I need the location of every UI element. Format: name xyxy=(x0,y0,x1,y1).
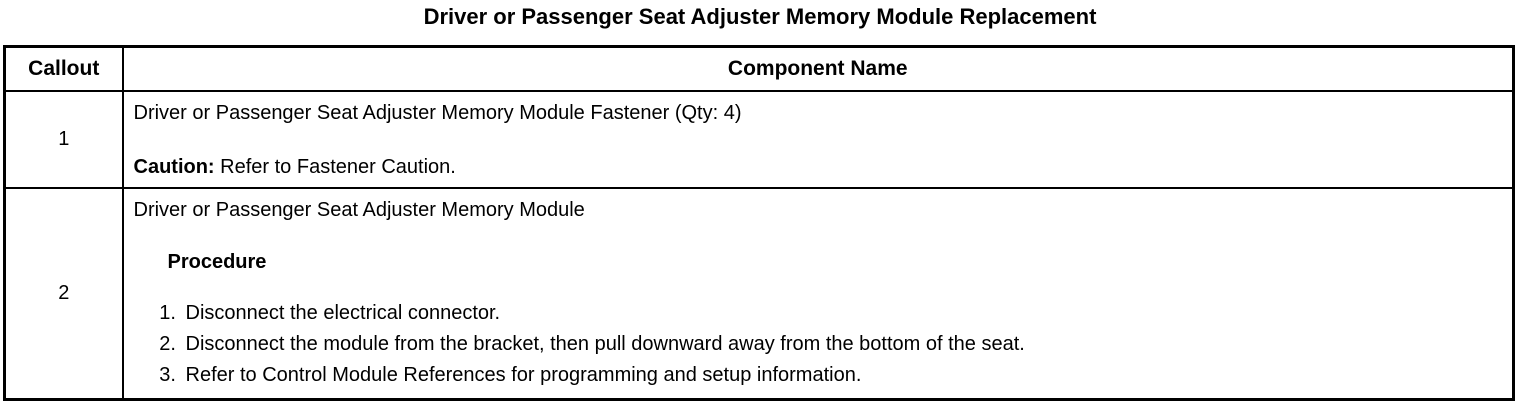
procedure-step: Refer to Control Module References for p… xyxy=(182,363,1501,387)
component-name-text: Driver or Passenger Seat Adjuster Memory… xyxy=(133,101,742,124)
callout-number: 1 xyxy=(3,89,124,189)
column-header-callout: Callout xyxy=(3,45,124,92)
caution-text: Refer to Fastener Caution. xyxy=(214,155,456,178)
procedure-heading: Procedure xyxy=(167,250,267,273)
component-name-text: Driver or Passenger Seat Adjuster Memory… xyxy=(133,198,585,221)
callout-number: 2 xyxy=(3,186,124,401)
table-row: 1 Driver or Passenger Seat Adjuster Memo… xyxy=(3,89,1515,189)
component-cell: Driver or Passenger Seat Adjuster Memory… xyxy=(121,186,1515,401)
procedure-step: Disconnect the module from the bracket, … xyxy=(182,332,1501,356)
caution-label: Caution: xyxy=(133,155,215,178)
procedure-step: Disconnect the electrical connector. xyxy=(182,301,1501,325)
table-row: 2 Driver or Passenger Seat Adjuster Memo… xyxy=(3,186,1515,401)
caution-note: Caution: Refer to Fastener Caution. xyxy=(134,155,1501,179)
component-cell: Driver or Passenger Seat Adjuster Memory… xyxy=(121,89,1515,189)
column-header-component-name: Component Name xyxy=(121,45,1515,92)
procedure-steps: Disconnect the electrical connector. Dis… xyxy=(134,301,1501,387)
page-title: Driver or Passenger Seat Adjuster Memory… xyxy=(423,4,1097,29)
table-header-row: Callout Component Name xyxy=(3,45,1515,92)
component-table: Callout Component Name 1 Driver or Passe… xyxy=(3,45,1515,401)
